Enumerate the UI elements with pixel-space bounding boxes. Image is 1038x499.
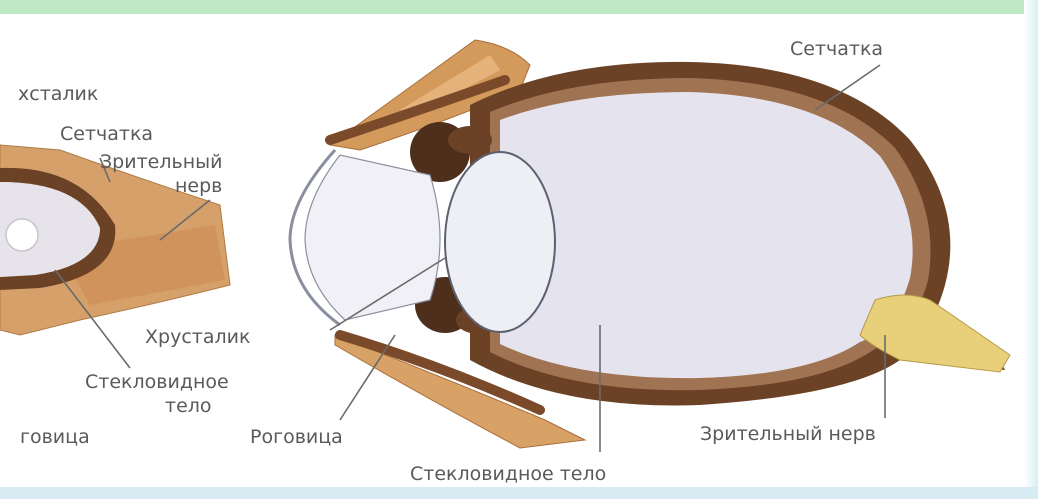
ciliary-body-upper-inner	[448, 126, 492, 154]
label-cornea: Роговица	[250, 426, 343, 448]
label-vitreous-left: Стекловидное	[85, 371, 229, 393]
label-optic-nerve-right: Зрительный нерв	[700, 423, 876, 445]
label-cornea-left: говица	[20, 426, 90, 448]
label-optic-nerve-left-2: нерв	[175, 175, 222, 197]
lens	[445, 152, 555, 332]
label-lens-left-top: хсталик	[18, 83, 98, 105]
label-retina-left: Сетчатка	[60, 123, 153, 145]
anterior-chamber	[305, 155, 440, 320]
label-optic-nerve-left: Зрительный	[100, 151, 222, 173]
vitreous-body	[500, 92, 913, 378]
left-eye-optic-disc	[6, 219, 38, 251]
label-lens: Хрусталик	[145, 326, 250, 348]
label-vitreous-left-2: тело	[165, 395, 212, 417]
label-vitreous-bottom: Стекловидное тело	[410, 463, 606, 485]
label-retina-right: Сетчатка	[790, 38, 883, 60]
left-partial-eye	[0, 145, 230, 335]
